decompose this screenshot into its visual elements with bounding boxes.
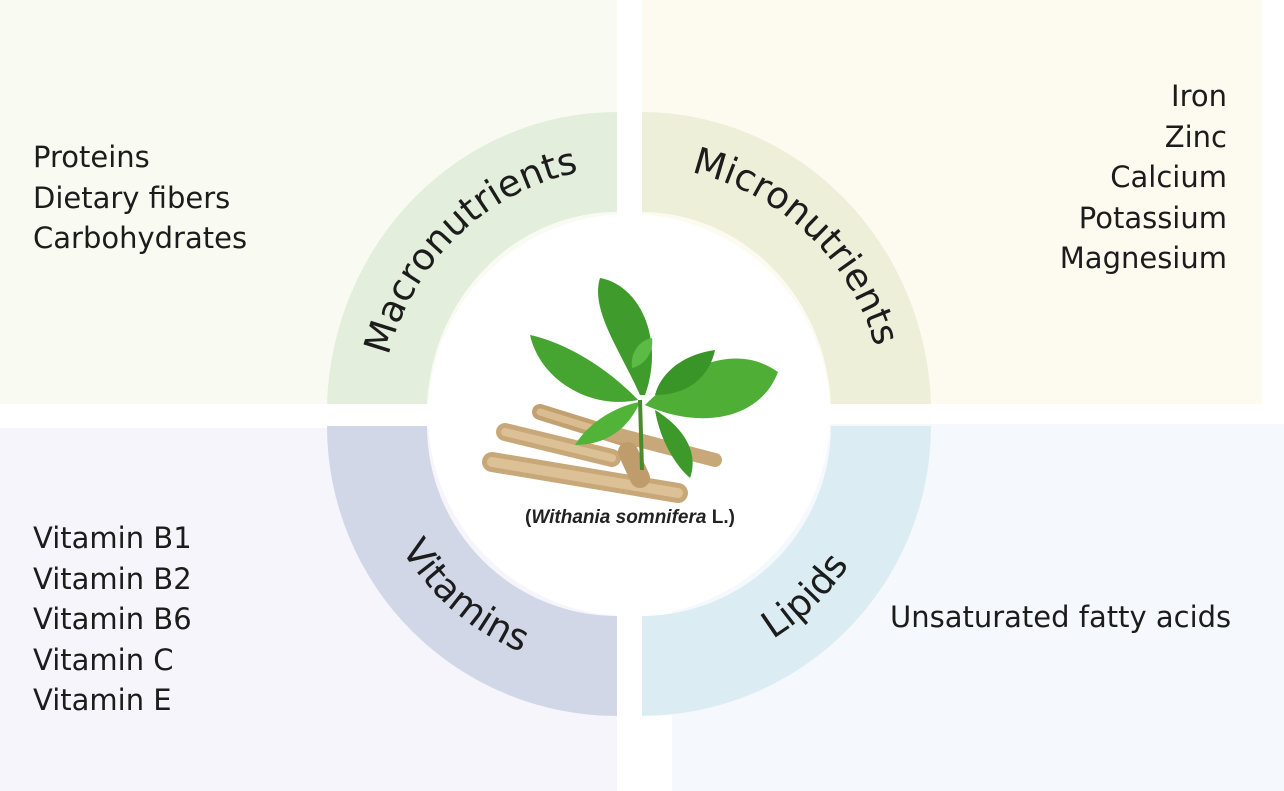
list-item: Vitamin C bbox=[33, 642, 174, 677]
leaf-icon bbox=[530, 278, 778, 478]
species-caption: (Withania somnifera L.) bbox=[430, 507, 830, 529]
micronutrients-sector bbox=[642, 112, 931, 404]
list-item: Potassium bbox=[1078, 200, 1227, 235]
list-item: Vitamin B6 bbox=[33, 602, 192, 636]
list-item: Zinc bbox=[1164, 119, 1227, 154]
list-item: Vitamin B2 bbox=[33, 561, 192, 596]
root-icon bbox=[482, 404, 722, 503]
list-item: Vitamin B1 bbox=[33, 521, 192, 555]
list-item: Vitamin E bbox=[33, 683, 172, 717]
list-item: Unsaturated fatty acids bbox=[890, 600, 1232, 634]
list-item: Iron bbox=[1171, 79, 1227, 113]
vitamins-list: Vitamin B1 Vitamin B2 Vitamin B6 Vitamin C V… bbox=[33, 518, 192, 721]
ashwagandha-plant-icon bbox=[482, 278, 778, 503]
caption-species: Withania somnifera bbox=[531, 507, 707, 528]
list-item: Magnesium bbox=[1059, 241, 1227, 275]
list-item: Carbohydrates bbox=[33, 221, 248, 255]
vitamins-sector bbox=[327, 426, 617, 716]
list-item: Calcium bbox=[1110, 160, 1227, 194]
lipids-sector bbox=[642, 426, 931, 716]
lipids-list: Unsaturated fatty acids bbox=[890, 597, 1231, 638]
caption-authority: L.) bbox=[706, 507, 735, 528]
macronutrients-sector bbox=[327, 111, 617, 404]
caption-open: ( bbox=[525, 507, 532, 528]
list-item: Dietary fibers bbox=[33, 180, 231, 215]
list-item: Proteins bbox=[33, 140, 150, 174]
